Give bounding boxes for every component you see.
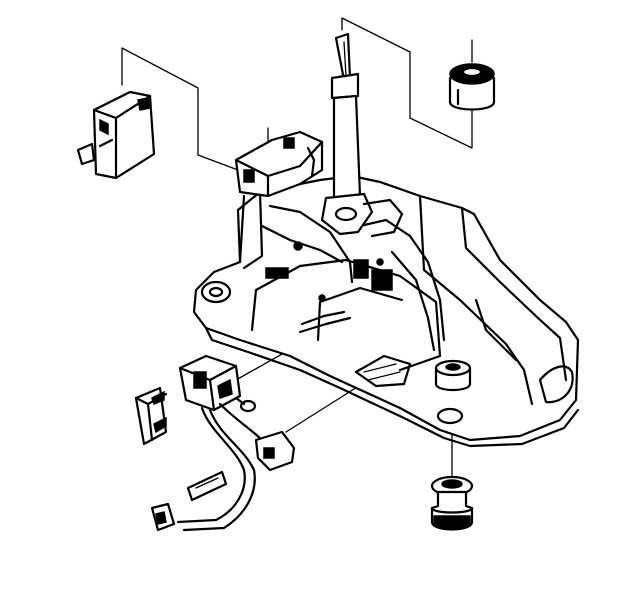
shifter-base-housing: [192, 174, 580, 448]
leader-line-cover: [121, 47, 239, 171]
connector-clip: [134, 386, 168, 446]
cover-module: [76, 90, 156, 180]
clip-block: [371, 269, 393, 291]
shift-lever: [320, 32, 404, 238]
leader-line-connector: [285, 383, 363, 433]
mounting-grommet-upper: [434, 359, 472, 392]
pin: [376, 258, 384, 266]
solenoid-with-harness: [150, 354, 296, 532]
shift-knob-bushing: [448, 63, 496, 111]
clip-block: [353, 259, 369, 279]
clip-block: [265, 267, 289, 279]
pin: [318, 294, 326, 302]
cover-bracket: [234, 130, 324, 198]
mounting-grommet-lower: [430, 475, 474, 531]
pin: [293, 241, 303, 251]
leader-line-lever: [341, 17, 473, 149]
